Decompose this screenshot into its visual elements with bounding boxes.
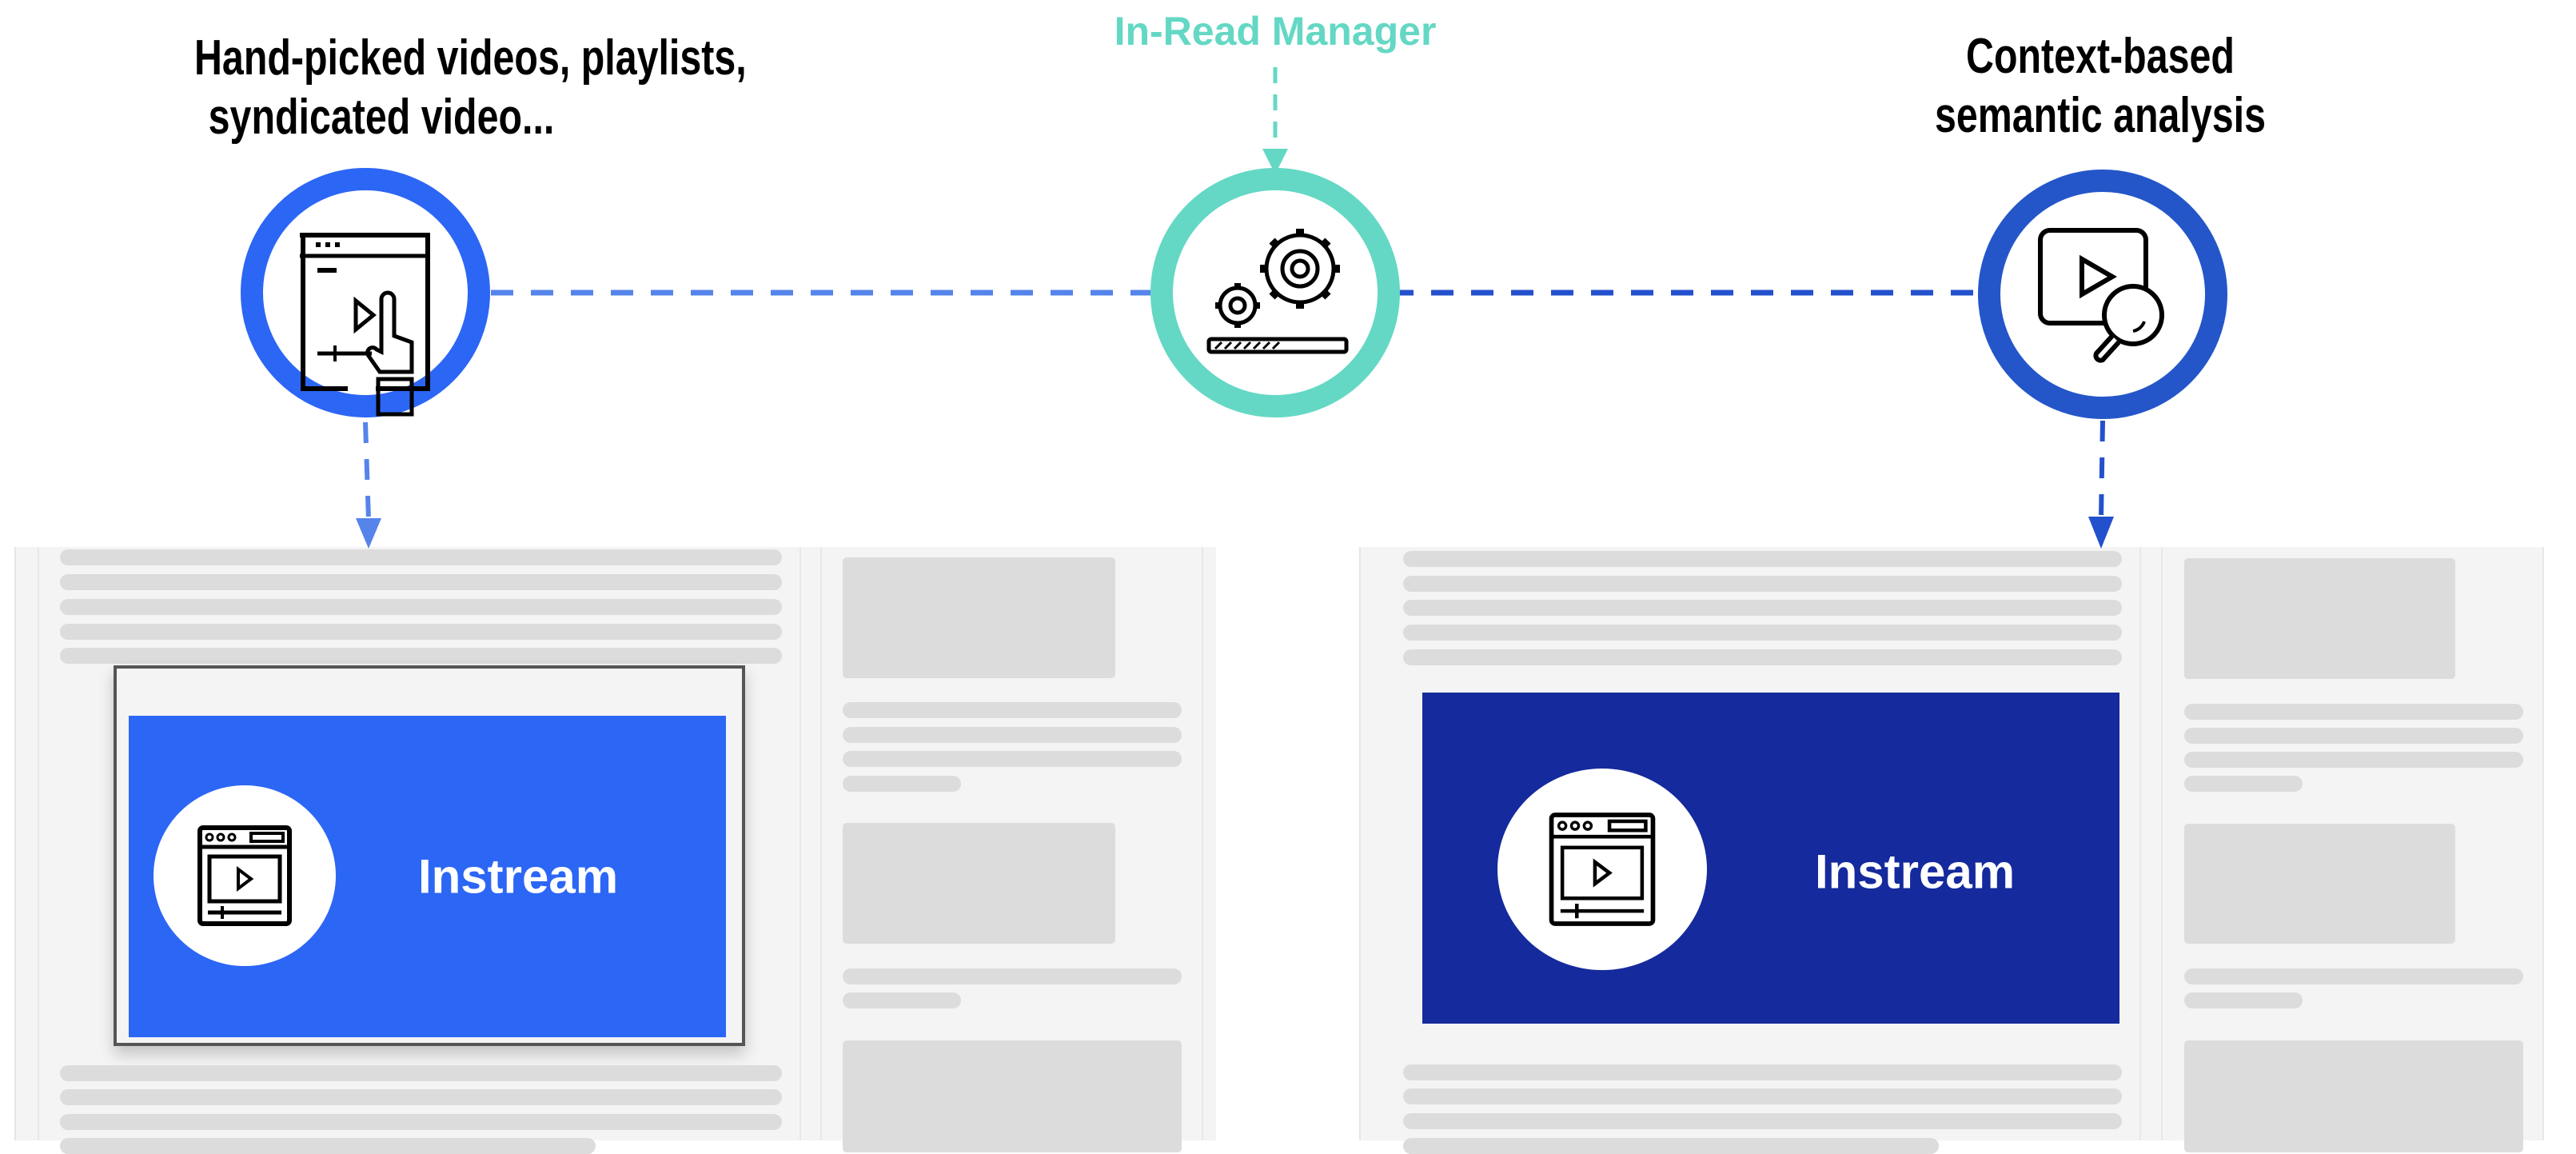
text-line (843, 702, 1182, 718)
text-line (1403, 600, 2122, 616)
in-read-manager-title: In-Read Manager (1114, 9, 1437, 54)
text-line (2184, 752, 2523, 768)
text-line (1403, 649, 2122, 665)
arrow-left-to-page (356, 421, 381, 549)
arrow-title-to-manager (1262, 67, 1288, 174)
browser-video-click-icon (300, 233, 430, 417)
sidebar-image (2184, 824, 2455, 944)
text-line (60, 648, 782, 664)
text-line (2184, 728, 2523, 744)
instream-label: Instream (417, 849, 619, 904)
text-line (60, 1065, 782, 1081)
text-line (60, 599, 782, 615)
sidebar-image (843, 1040, 1182, 1152)
sidebar-image (843, 823, 1115, 944)
text-line (60, 1114, 782, 1130)
sidebar-image (2184, 558, 2455, 679)
sidebar-image (2184, 1040, 2523, 1152)
text-line (1403, 551, 2122, 567)
text-line (1403, 1088, 2122, 1104)
arrow-right-to-page (2088, 420, 2114, 549)
text-line (60, 624, 782, 640)
text-line (60, 574, 782, 590)
gears-progress-icon (1206, 229, 1349, 354)
sidebar-image (843, 557, 1115, 678)
text-line (1403, 625, 2122, 641)
text-line (843, 968, 1182, 984)
text-line (1403, 1138, 1939, 1154)
title-line: Context-based (1966, 29, 2235, 84)
text-line (2184, 776, 2303, 792)
video-player-icon (1549, 813, 1656, 926)
text-line (843, 751, 1182, 767)
ad-icon-circle (154, 785, 336, 966)
instream-ad[interactable]: Instream (1422, 693, 2119, 1024)
text-line (843, 727, 1182, 743)
text-line (2184, 968, 2523, 984)
title-line: semantic analysis (1934, 88, 2266, 143)
instream-ad[interactable]: Instream (129, 716, 726, 1037)
left-page-mockup: Instream (14, 547, 1216, 1154)
text-line (843, 992, 961, 1008)
right-source-title: Context-based semantic analysis (1913, 27, 2287, 146)
title-line: syndicated video... (208, 90, 555, 145)
video-search-icon (2038, 228, 2164, 363)
text-line (60, 1089, 782, 1105)
video-player-icon (197, 825, 292, 926)
text-line (1403, 1064, 2122, 1080)
text-line (2184, 704, 2523, 720)
instream-label: Instream (1814, 845, 2016, 899)
text-line (1403, 576, 2122, 592)
text-line (2184, 992, 2303, 1008)
text-line (60, 1138, 596, 1154)
text-line (843, 776, 961, 792)
right-source-node (1978, 170, 2227, 419)
ad-icon-circle (1497, 769, 1707, 970)
left-source-node (241, 168, 490, 417)
in-read-manager-node (1150, 168, 1400, 417)
text-line (60, 549, 782, 565)
text-line (1403, 1113, 2122, 1129)
